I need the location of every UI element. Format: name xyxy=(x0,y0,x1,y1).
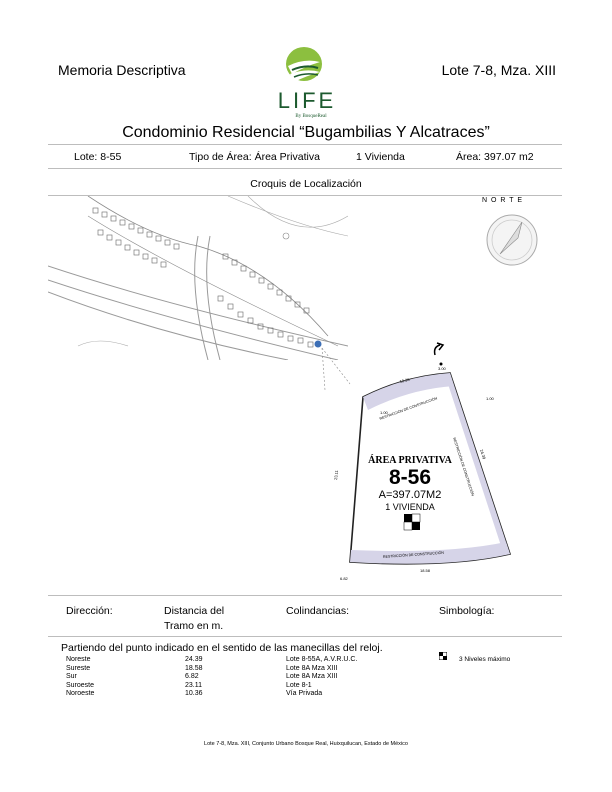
plan-housing: 1 VIVIENDA xyxy=(385,502,435,512)
distance-cell: 24.39 xyxy=(185,656,203,663)
svg-text:1.00: 1.00 xyxy=(380,410,389,415)
direction-cell: Sur xyxy=(66,673,77,681)
direction-cell: Noroeste xyxy=(66,690,95,698)
distance-cell: 10.36 xyxy=(185,690,203,698)
condominium-title: Condominio Residencial “Bugambilias Y Al… xyxy=(122,124,490,141)
leaf-icon xyxy=(286,47,322,82)
plan-heading: ÁREA PRIVATIVA xyxy=(368,455,452,466)
start-point-arrow-icon xyxy=(433,344,441,356)
plan-lot-number: 8-56 xyxy=(388,466,432,489)
lot-label: Lote 7-8, Mza. XIII xyxy=(441,62,556,78)
north-arrow-icon xyxy=(486,214,538,266)
direction-header: Dirección: xyxy=(66,605,113,617)
svg-text:18.58: 18.58 xyxy=(420,568,431,573)
table-row: 24.39 18.58 6.82 23.11 10.36 xyxy=(185,656,203,699)
intro-text: Partiendo del punto indicado en el senti… xyxy=(61,642,383,654)
divider xyxy=(48,636,562,637)
location-sketch-label: Croquis de Localización xyxy=(250,178,362,190)
divider xyxy=(48,595,562,596)
housing-info: 1 Vivienda xyxy=(356,151,405,163)
levels-symbol-label: 3 Niveles máximo xyxy=(459,656,511,663)
lot-plan: 10.36 3.00 24.39 23.11 6.82 18.58 1.00 1… xyxy=(320,340,530,585)
location-map xyxy=(47,195,349,361)
document-label: Memoria Descriptiva xyxy=(58,62,186,78)
distance-cell: 18.58 xyxy=(185,664,203,672)
neighbor-cell: Lote 8A Mza XIII xyxy=(286,673,338,681)
svg-text:23.11: 23.11 xyxy=(333,469,339,480)
svg-text:10.36: 10.36 xyxy=(399,377,411,384)
table-row: Lote 8-55A, A.V.R.U.C. Lote 8A Mza XIII … xyxy=(286,656,357,699)
svg-text:24.39: 24.39 xyxy=(479,449,487,461)
svg-text:3.00: 3.00 xyxy=(438,366,447,371)
north-label: N O R T E xyxy=(482,197,524,204)
svg-text:1.00: 1.00 xyxy=(486,396,495,401)
logo-text: LIFE xyxy=(277,88,337,113)
neighbor-cell: Lote 8-55A, A.V.R.U.C. xyxy=(286,656,358,663)
direction-cell: Noreste xyxy=(66,656,91,663)
neighbor-cell: Lote 8-1 xyxy=(286,681,312,689)
lot-location-marker xyxy=(314,340,322,348)
area-info: Área: 397.07 m2 xyxy=(456,151,534,163)
levels-symbol-icon xyxy=(439,652,447,660)
logo-subtext: By BosqueReal xyxy=(295,114,327,119)
plan-area: A=397.07M2 xyxy=(378,489,442,501)
divider xyxy=(48,195,562,196)
svg-text:RESTRICCIÓN DE CONSTRUCCIÓN: RESTRICCIÓN DE CONSTRUCCIÓN xyxy=(383,550,445,559)
lot-info: Lote: 8-55 xyxy=(74,151,122,163)
direction-cell: Suroeste xyxy=(66,681,95,689)
distance-cell: 23.11 xyxy=(185,681,202,689)
table-row: Noreste Sureste Sur Suroeste Noroeste xyxy=(66,656,94,699)
life-logo: LIFE By BosqueReal xyxy=(262,44,352,122)
distance-cell: 6.82 xyxy=(185,673,199,681)
symbology-header: Simbología: xyxy=(439,605,495,617)
area-type-info: Tipo de Área: Área Privativa xyxy=(189,151,320,163)
boundaries-header: Colindancias: xyxy=(286,605,350,617)
divider xyxy=(48,168,562,169)
neighbor-cell: Vía Privada xyxy=(286,690,323,698)
distance-header: Distancia del Tramo en m. xyxy=(164,605,225,632)
divider xyxy=(48,144,562,145)
direction-cell: Sureste xyxy=(66,664,91,672)
svg-text:6.82: 6.82 xyxy=(340,576,349,581)
leader-line xyxy=(321,347,351,391)
footer-address: Lote 7-8, Mza. XIII, Conjunto Urbano Bos… xyxy=(204,741,408,747)
neighbor-cell: Lote 8A Mza XIII xyxy=(286,664,338,672)
